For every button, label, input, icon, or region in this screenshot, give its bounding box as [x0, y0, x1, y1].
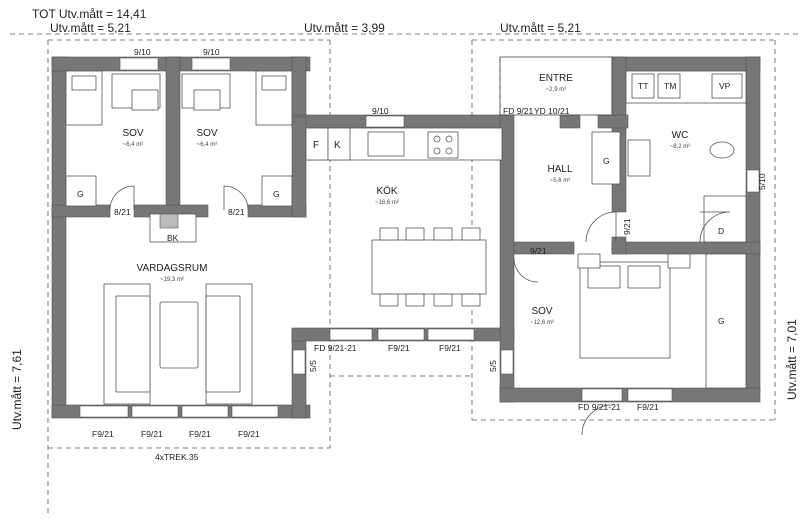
window-label: F9/21 — [238, 429, 260, 439]
window-openings — [79, 57, 760, 418]
room-vardagsrum-name: VARDAGSRUM — [137, 263, 208, 274]
window-label: F9/21 — [92, 429, 114, 439]
entre-outline — [499, 56, 613, 116]
door-label: 8/21 — [228, 207, 245, 217]
room-kok-name: KÖK — [376, 185, 397, 197]
room-kok-area: ~16,6 m² — [375, 200, 399, 206]
room-sov2-name: SOV — [196, 128, 217, 139]
room-entre-name: ENTRE — [539, 73, 573, 84]
wardrobe-label: G — [718, 316, 725, 326]
room-hall-area: ~5,6 m² — [550, 178, 571, 184]
door-label: FD 9/21 — [503, 106, 534, 116]
tm-label: TM — [664, 81, 676, 91]
door-label: 8/21 — [114, 207, 131, 217]
wardrobe-label: G — [273, 189, 280, 199]
room-vardagsrum-area: ~19,3 m² — [160, 277, 184, 283]
wardrobe-label: G — [77, 189, 84, 199]
wardrobe-label: G — [603, 156, 610, 166]
right-width-dimension: Utv.mått = 5,21 — [500, 21, 581, 35]
vp-label: VP — [719, 81, 731, 91]
door-label: YD 10/21 — [534, 106, 570, 116]
right-height-dimension: Utv.mått = 7,01 — [785, 319, 799, 400]
left-height-dimension: Utv.mått = 7,61 — [10, 349, 24, 430]
window-label: F9/21 — [439, 343, 461, 353]
window-label: F9/21 — [189, 429, 211, 439]
door-label: 9/21 — [530, 246, 547, 256]
shower-label: D — [718, 226, 724, 236]
room-wc-name: WC — [672, 130, 689, 141]
door-label: FD 9/21-21 — [578, 402, 621, 412]
window-label: 9/10 — [203, 47, 220, 57]
total-dimension: TOT Utv.mått = 14,41 — [32, 7, 147, 21]
window-label: F9/21 — [141, 429, 163, 439]
door-label: 9/21 — [622, 218, 632, 235]
room-sov2-area: ~6,4 m² — [197, 142, 218, 148]
fireplace-label: BK — [167, 233, 179, 243]
room-sov1-area: ~6,4 m² — [123, 142, 144, 148]
window-label: 5/5 — [488, 360, 498, 372]
freezer-label: K — [334, 140, 341, 151]
furniture — [65, 70, 747, 405]
middle-width-dimension: Utv.mått = 3,99 — [304, 21, 385, 35]
door-swings — [109, 185, 731, 436]
window-label: F9/21 — [388, 343, 410, 353]
room-wc-area: ~8,2 m² — [670, 144, 691, 150]
left-width-dimension: Utv.mått = 5,21 — [50, 21, 131, 35]
room-sov3-name: SOV — [531, 306, 552, 317]
room-sov3-area: ~12,6 m² — [530, 320, 554, 326]
window-label: F9/21 — [637, 402, 659, 412]
window-label: 5/5 — [308, 360, 318, 372]
tt-label: TT — [638, 81, 648, 91]
window-label: 9/10 — [134, 47, 151, 57]
room-hall-name: HALL — [547, 164, 572, 175]
room-entre-area: ~2,9 m² — [546, 87, 567, 93]
fridge-label: F — [313, 140, 319, 151]
door-label: FD 9/21-21 — [314, 343, 357, 353]
trek-label: 4xTREK.35 — [155, 452, 199, 462]
window-label: 5/10 — [757, 173, 767, 190]
room-sov1-name: SOV — [122, 128, 143, 139]
window-label: 9/10 — [372, 106, 389, 116]
